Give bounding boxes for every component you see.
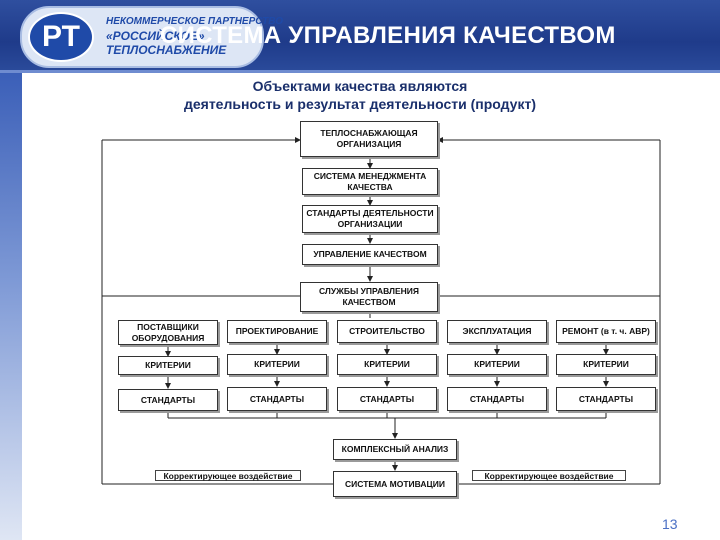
motivation-system-box: СИСТЕМА МОТИВАЦИИ: [333, 471, 457, 497]
column-head-design: ПРОЕКТИРОВАНИЕ: [227, 320, 327, 343]
logo-line-2: «РОССИЙСКОЕ»: [106, 29, 205, 43]
corrective-action-left-label: Корректирующее воздействие: [155, 470, 301, 481]
header-divider: [0, 70, 720, 73]
column-head-construction: СТРОИТЕЛЬСТВО: [337, 320, 437, 343]
organization-logo: РТ НЕКОММЕРЧЕСКОЕ ПАРТНЕРСТВО «РОССИЙСКО…: [20, 6, 283, 68]
criteria-design: КРИТЕРИИ: [227, 354, 327, 375]
corrective-action-right-label: Корректирующее воздействие: [472, 470, 626, 481]
left-accent-bar: [0, 73, 22, 540]
criteria-suppliers: КРИТЕРИИ: [118, 356, 218, 375]
standards-suppliers: СТАНДАРТЫ: [118, 389, 218, 411]
logo-line-1: НЕКОММЕРЧЕСКОЕ ПАРТНЕРСТВО: [106, 16, 283, 27]
logo-emblem: РТ: [28, 12, 94, 62]
organization-standards-box: СТАНДАРТЫ ДЕЯТЕЛЬНОСТИ ОРГАНИЗАЦИИ: [302, 205, 438, 233]
quality-services-box: СЛУЖБЫ УПРАВЛЕНИЯ КАЧЕСТВОМ: [300, 282, 438, 312]
heat-supply-organization-box: ТЕПЛОСНАБЖАЮЩАЯ ОРГАНИЗАЦИЯ: [300, 121, 438, 157]
column-head-repair: РЕМОНТ (в т. ч. АВР): [556, 320, 656, 343]
standards-repair: СТАНДАРТЫ: [556, 387, 656, 411]
column-head-suppliers: ПОСТАВЩИКИ ОБОРУДОВАНИЯ: [118, 320, 218, 345]
quality-management-system-box: СИСТЕМА МЕНЕДЖМЕНТА КАЧЕСТВА: [302, 168, 438, 195]
criteria-operation: КРИТЕРИИ: [447, 354, 547, 375]
subtitle-line-1: Объектами качества являются: [252, 78, 468, 94]
column-head-operation: ЭКСПЛУАТАЦИЯ: [447, 320, 547, 343]
criteria-repair: КРИТЕРИИ: [556, 354, 656, 375]
criteria-construction: КРИТЕРИИ: [337, 354, 437, 375]
slide-title: СИСТЕМА УПРАВЛЕНИЯ КАЧЕСТВОМ: [160, 22, 616, 49]
standards-design: СТАНДАРТЫ: [227, 387, 327, 411]
quality-management-box: УПРАВЛЕНИЕ КАЧЕСТВОМ: [302, 244, 438, 265]
standards-construction: СТАНДАРТЫ: [337, 387, 437, 411]
standards-operation: СТАНДАРТЫ: [447, 387, 547, 411]
subtitle-line-2: деятельность и результат деятельности (п…: [183, 96, 536, 112]
complex-analysis-box: КОМПЛЕКСНЫЙ АНАЛИЗ: [333, 439, 457, 460]
logo-line-3: ТЕПЛОСНАБЖЕНИЕ: [106, 43, 227, 57]
page-number: 13: [662, 516, 678, 532]
